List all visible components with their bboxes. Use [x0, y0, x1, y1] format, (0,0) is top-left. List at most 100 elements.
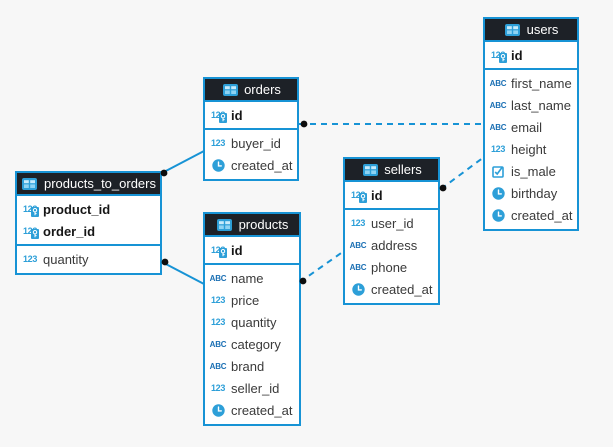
column-name: category: [231, 336, 281, 352]
text-type-icon: ABC: [489, 122, 507, 132]
relation-products_to_orders-to-orders: [161, 150, 205, 174]
column-row[interactable]: ABC email: [485, 116, 577, 138]
column-name: seller_id: [231, 380, 280, 396]
column-name: buyer_id: [231, 135, 281, 151]
datetime-type-icon: [489, 186, 507, 200]
table-icon: [221, 83, 239, 96]
pk-column-row[interactable]: 123 id: [345, 184, 438, 206]
table-header[interactable]: users: [485, 19, 577, 42]
pk-column-row[interactable]: 123 id: [485, 44, 577, 66]
column-row[interactable]: created_at: [345, 278, 438, 300]
table-header[interactable]: products_to_orders: [17, 173, 160, 196]
column-row[interactable]: created_at: [205, 154, 297, 176]
column-row[interactable]: created_at: [205, 399, 299, 421]
primary-key-icon: [219, 113, 227, 123]
primary-key-icon: [499, 53, 507, 63]
column-name: id: [371, 187, 383, 203]
number-type-icon: 123: [209, 110, 227, 123]
boolean-type-icon: [489, 165, 507, 178]
number-type-icon: 123: [490, 144, 506, 154]
table-icon: [361, 163, 379, 176]
column-name: address: [371, 237, 418, 253]
column-row[interactable]: ABC address: [345, 234, 438, 256]
number-type-icon: 123: [210, 317, 226, 327]
column-name: phone: [371, 259, 408, 275]
column-row[interactable]: ABC category: [205, 333, 299, 355]
column-row[interactable]: ABC first_name: [485, 72, 577, 94]
column-name: order_id: [43, 223, 96, 239]
text-type-icon: ABC: [489, 78, 507, 88]
primary-key-icon: [31, 207, 39, 217]
column-row[interactable]: birthday: [485, 182, 577, 204]
table-name: products_to_orders: [43, 176, 156, 191]
column-name: email: [511, 119, 543, 135]
column-name: quantity: [231, 314, 277, 330]
text-type-icon: ABC: [349, 240, 367, 250]
table-header[interactable]: orders: [205, 79, 297, 102]
relation-endpoint-dot: [161, 258, 169, 266]
column-name: created_at: [231, 157, 293, 173]
column-row[interactable]: ABC phone: [345, 256, 438, 278]
datetime-type-icon: [349, 282, 367, 296]
relation-products-to-sellers: [299, 250, 345, 283]
table-header[interactable]: sellers: [345, 159, 438, 182]
column-name: brand: [231, 358, 265, 374]
column-row[interactable]: 123 height: [485, 138, 577, 160]
column-name: name: [231, 270, 264, 286]
table-icon: [216, 218, 234, 231]
number-type-icon: 123: [349, 190, 367, 203]
column-name: birthday: [511, 185, 558, 201]
table-icon: [504, 23, 522, 36]
number-type-icon: 123: [350, 218, 366, 228]
text-type-icon: ABC: [349, 262, 367, 272]
column-row[interactable]: ABC brand: [205, 355, 299, 377]
column-name: height: [511, 141, 547, 157]
column-name: id: [511, 47, 523, 63]
column-name: first_name: [511, 75, 572, 91]
datetime-type-icon: [489, 208, 507, 222]
number-type-icon: 123: [489, 50, 507, 63]
table-icon: [21, 177, 39, 190]
column-name: is_male: [511, 163, 556, 179]
text-type-icon: ABC: [209, 361, 227, 371]
column-name: quantity: [43, 251, 89, 267]
primary-key-icon: [31, 229, 39, 239]
text-type-icon: ABC: [209, 339, 227, 349]
number-type-icon: 123: [21, 226, 39, 239]
column-row[interactable]: created_at: [485, 204, 577, 226]
relation-sellers-to-users: [440, 156, 485, 190]
column-row[interactable]: 123 quantity: [205, 311, 299, 333]
column-row[interactable]: is_male: [485, 160, 577, 182]
table-header[interactable]: products: [205, 214, 299, 237]
number-type-icon: 123: [210, 383, 226, 393]
primary-key-section: 123 id: [345, 182, 438, 210]
column-name: created_at: [231, 402, 293, 418]
column-name: id: [231, 107, 243, 123]
pk-column-row[interactable]: 123 id: [205, 104, 297, 126]
column-name: last_name: [511, 97, 571, 113]
column-name: created_at: [371, 281, 433, 297]
pk-column-row[interactable]: 123 order_id: [17, 220, 160, 242]
datetime-type-icon: [209, 158, 227, 172]
column-row[interactable]: 123 seller_id: [205, 377, 299, 399]
relation-endpoint-dot: [439, 184, 447, 192]
